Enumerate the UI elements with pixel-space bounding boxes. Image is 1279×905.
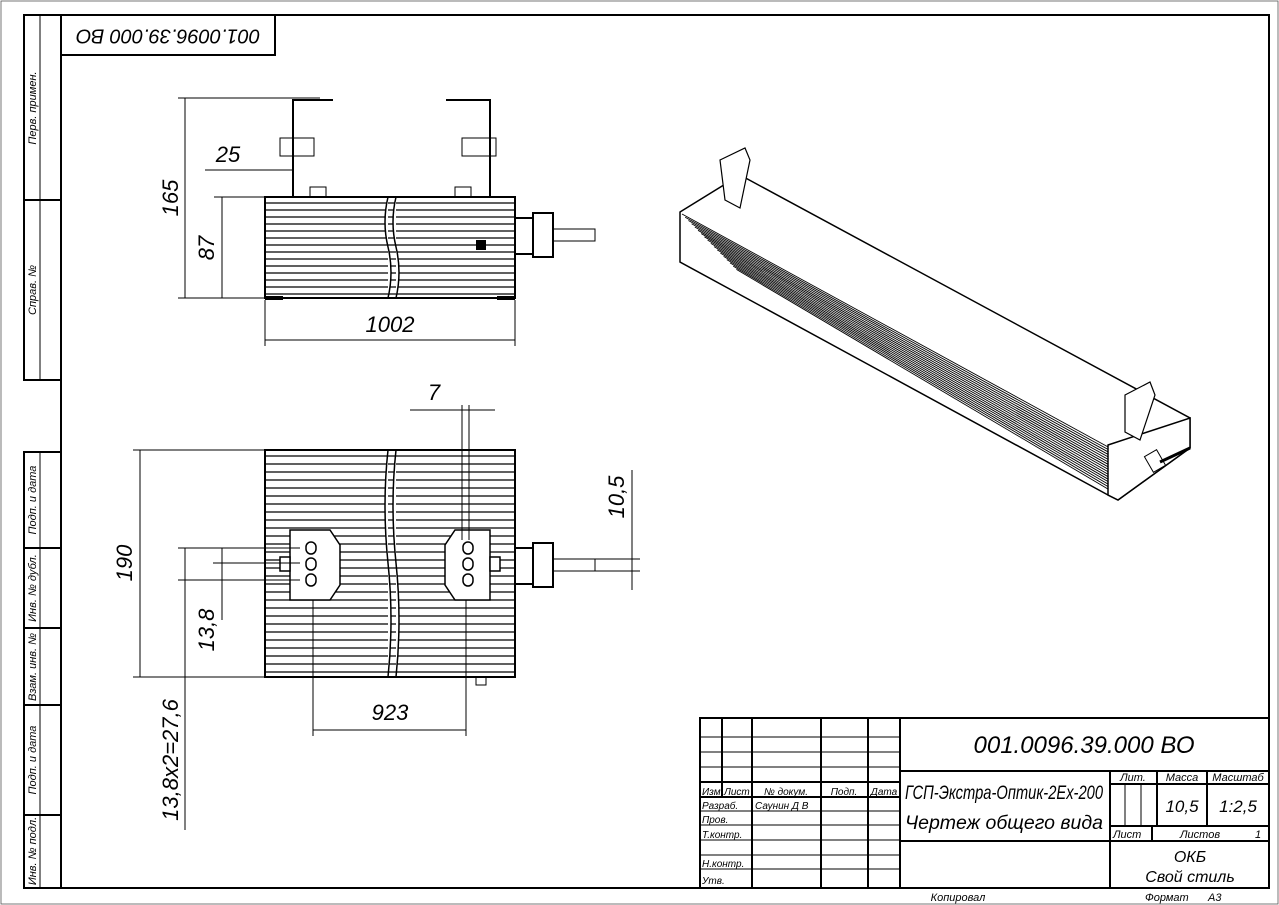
dim-923: 923 [372, 700, 409, 725]
svg-text:Лит.: Лит. [1119, 772, 1146, 784]
svg-text:Т.контр.: Т.контр. [702, 830, 742, 841]
dim-10-5: 10,5 [604, 475, 629, 519]
designation: 001.0096.39.000 ВО [974, 732, 1195, 759]
svg-text:Масштаб: Масштаб [1212, 772, 1264, 784]
svg-text:Свой стиль: Свой стиль [1145, 869, 1234, 886]
dim-165: 165 [158, 179, 183, 216]
product-name: ГСП-Экстра-Оптик-2Ex-200 [905, 783, 1103, 804]
svg-text:Лист: Лист [1112, 829, 1141, 841]
dim-190: 190 [112, 544, 137, 581]
svg-text:Разраб.: Разраб. [702, 800, 738, 812]
svg-text:Дата: Дата [870, 787, 898, 798]
svg-text:Копировал: Копировал [931, 892, 986, 904]
rib-line [713, 246, 1113, 475]
rib-line [688, 220, 1111, 454]
svg-text:Масса: Масса [1166, 772, 1199, 784]
dim-87: 87 [194, 235, 219, 260]
dim-27-6: 13,8x2=27,6 [158, 698, 183, 820]
top-view: 165 87 25 1002 [158, 97, 596, 346]
rib-line [681, 213, 1111, 449]
developer-name: Саунин Д В [755, 801, 809, 812]
svg-text:Пров.: Пров. [702, 815, 728, 826]
strip-label: Инв. № дубл. [27, 554, 39, 622]
svg-text:Листов: Листов [1179, 829, 1220, 841]
rib-line [732, 265, 1114, 490]
svg-text:Формат: Формат [1145, 892, 1189, 904]
rib-line [694, 226, 1112, 459]
dim-7: 7 [428, 380, 441, 405]
strip-label: Перв. примен. [27, 71, 39, 144]
svg-text:ОКБ: ОКБ [1174, 849, 1206, 866]
strip-label: Справ. № [27, 265, 39, 315]
isometric-view [679, 147, 1191, 501]
rib-line [700, 233, 1112, 464]
rib-line [697, 229, 1112, 462]
rib-line [707, 239, 1112, 470]
svg-text:1: 1 [1255, 829, 1261, 841]
rib-line [720, 252, 1113, 480]
rib-line [736, 269, 1114, 493]
strip-label: Инв. № подл. [27, 817, 39, 885]
svg-text:001.0096.39.000 ВО: 001.0096.39.000 ВО [76, 25, 260, 47]
svg-text:Подп.: Подп. [831, 787, 858, 798]
dim-25: 25 [215, 142, 241, 167]
rib-line [716, 249, 1113, 477]
rib-line [723, 255, 1113, 483]
dim-1002: 1002 [366, 312, 415, 337]
title-block: 001.0096.39.000 ВО ГСП-Экстра-Оптик-2Ex-… [699, 717, 1270, 904]
svg-text:Н.контр.: Н.контр. [702, 859, 744, 870]
rib-line [726, 259, 1114, 485]
rotated-code-stamp: 001.0096.39.000 ВО [60, 14, 276, 56]
svg-text:Лист: Лист [723, 787, 750, 798]
bottom-view: 7 10,5 190 13,8 13,8x2=27,6 923 [112, 380, 640, 830]
mass-value: 10,5 [1165, 797, 1199, 816]
side-strip: Перв. примен. Справ. № Подп. и дата Инв.… [23, 14, 62, 889]
rib-line [729, 262, 1114, 488]
strip-label: Подп. и дата [27, 726, 39, 795]
strip-label: Подп. и дата [27, 466, 39, 535]
rib-line [710, 242, 1113, 472]
svg-text:Утв.: Утв. [701, 876, 725, 887]
rib-line [704, 236, 1112, 467]
drawing-type: Чертеж общего вида [905, 813, 1103, 834]
rib-line [691, 223, 1111, 457]
strip-label: Взам. инв. № [27, 633, 39, 701]
scale-value: 1:2,5 [1219, 797, 1257, 816]
svg-text:Изм: Изм [702, 787, 721, 798]
rib-line [684, 216, 1111, 451]
svg-text:№ докум.: № докум. [764, 787, 808, 798]
svg-text:А3: А3 [1207, 892, 1222, 904]
dim-13-8: 13,8 [194, 608, 219, 652]
